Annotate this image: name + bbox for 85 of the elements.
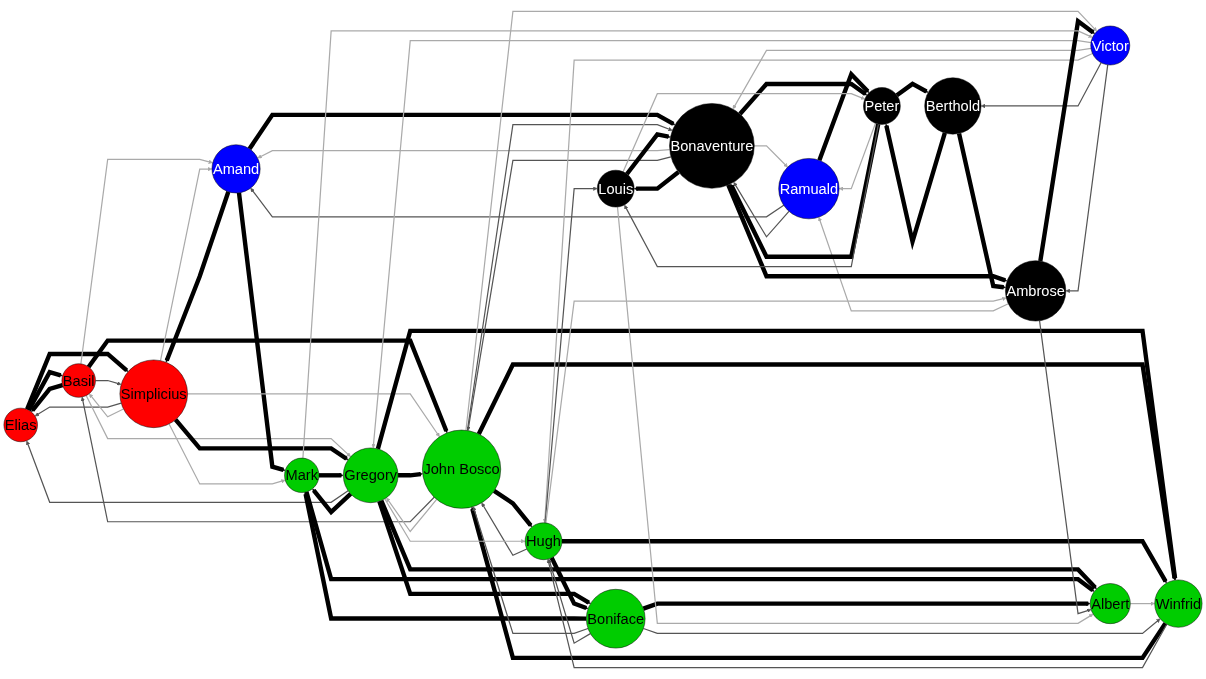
node-circle: Mark	[284, 457, 320, 493]
arrow	[547, 558, 591, 645]
arrow	[247, 112, 676, 151]
node-circle: Elias	[3, 407, 38, 442]
arrow	[186, 393, 440, 438]
arrow	[304, 491, 1095, 593]
arrow	[164, 191, 231, 363]
arrow	[753, 145, 788, 168]
arrow	[26, 369, 63, 412]
node-circle: Bonaventure	[669, 103, 755, 189]
arrow	[25, 440, 349, 503]
node-circle: Gregory	[343, 447, 399, 503]
node-circle: Hugh	[524, 522, 563, 560]
arrow	[89, 393, 125, 418]
arrow	[86, 338, 449, 434]
arrow	[377, 500, 591, 605]
arrow	[398, 471, 423, 478]
arrow	[384, 498, 526, 544]
arrow	[1129, 601, 1155, 606]
arrow	[465, 10, 1098, 431]
arrow	[545, 296, 1007, 524]
node-circle: Amand	[211, 144, 261, 194]
arrow	[1038, 320, 1092, 615]
arrow	[616, 206, 1094, 624]
arrow	[817, 70, 870, 162]
arrow	[838, 122, 877, 191]
arrow	[980, 62, 1102, 109]
arrow	[884, 123, 947, 251]
arrow	[624, 123, 880, 268]
arrow	[25, 351, 129, 411]
arrow	[1038, 17, 1095, 262]
node-circle: John Bosco	[422, 429, 501, 509]
arrow	[470, 506, 1168, 661]
arrow	[303, 492, 587, 621]
arrow	[94, 379, 122, 386]
arrow	[375, 328, 1178, 581]
arrow	[236, 192, 286, 473]
arrow	[622, 93, 865, 173]
arrow	[625, 131, 671, 176]
arrow	[173, 418, 349, 461]
node-circle: Basil	[61, 363, 96, 398]
arrow	[544, 186, 598, 524]
node-circle: Ambrose	[1005, 260, 1067, 322]
arrow	[492, 489, 533, 528]
arrow	[30, 383, 64, 413]
arrow	[729, 123, 881, 259]
arrow	[250, 187, 785, 218]
arrow	[895, 81, 929, 97]
arrow	[34, 402, 122, 417]
arrow	[726, 184, 1008, 283]
node-circle: Peter	[863, 87, 901, 125]
arrow	[1065, 64, 1109, 293]
arrow	[546, 558, 1168, 669]
node-circle: Winfrid	[1154, 579, 1203, 628]
arrow	[732, 47, 1092, 110]
node-circle: Simplicius	[119, 359, 188, 428]
node-circle: Ramuald	[778, 158, 840, 220]
arrow	[379, 499, 1097, 590]
arrow	[642, 618, 1161, 634]
arrow	[956, 133, 1006, 290]
arrow	[257, 149, 671, 159]
node-circle: Berthold	[924, 77, 982, 135]
arrow	[312, 488, 353, 516]
arrow	[80, 158, 213, 365]
arrow	[80, 396, 435, 523]
arrow	[634, 170, 680, 191]
node-circle: Louis	[597, 169, 635, 208]
arrow	[476, 362, 1177, 581]
arrow	[85, 394, 351, 457]
arrow	[561, 539, 1168, 584]
node-circle: Boniface	[586, 589, 646, 649]
arrow	[386, 497, 438, 533]
arrow	[542, 52, 1094, 524]
arrow	[168, 423, 286, 485]
arrow	[481, 502, 528, 557]
arrow	[642, 601, 1091, 611]
arrow	[549, 556, 589, 611]
arrow	[733, 182, 790, 238]
node-circle: Albert	[1089, 583, 1131, 624]
arrow	[318, 473, 344, 478]
arrow	[159, 166, 213, 362]
arrow	[738, 81, 868, 116]
node-circle: Victor	[1090, 25, 1131, 66]
arrow	[472, 506, 589, 634]
arrow	[818, 217, 1009, 312]
